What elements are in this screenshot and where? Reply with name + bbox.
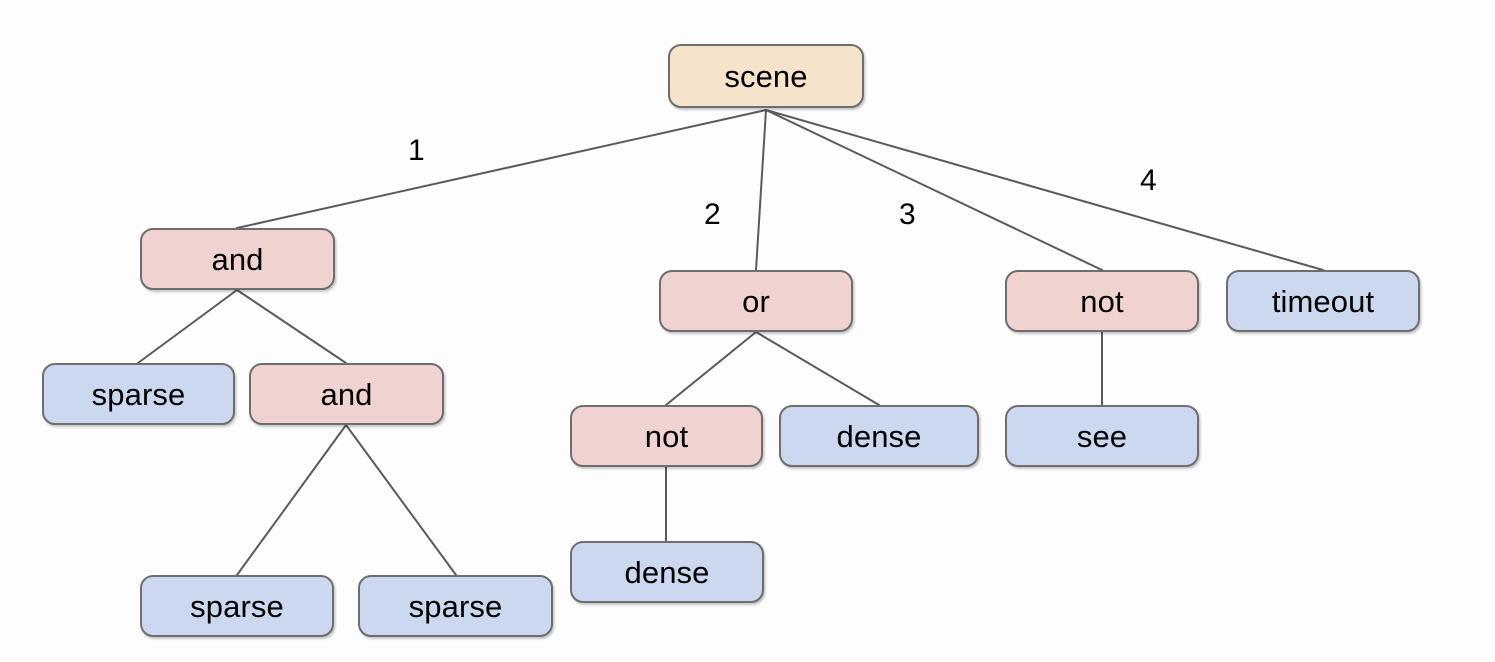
edge-label-1: 1 <box>408 134 425 167</box>
tree-edge-scene-to-and1 <box>236 109 767 229</box>
tree-edge-scene-to-not2 <box>765 109 1103 271</box>
edge-label-3: 3 <box>899 198 916 231</box>
tree-node-label: or <box>742 283 770 319</box>
tree-node-not2[interactable]: not <box>1005 270 1199 332</box>
tree-node-label: sparse <box>190 588 284 624</box>
tree-node-sparse3[interactable]: sparse <box>358 575 553 637</box>
tree-edge-and1-to-and2 <box>236 289 347 364</box>
tree-node-label: sparse <box>408 588 503 624</box>
tree-node-label: scene <box>724 58 808 94</box>
tree-node-dense2[interactable]: dense <box>570 541 764 603</box>
tree-node-label: see <box>1076 418 1128 454</box>
tree-node-label: timeout <box>1271 283 1375 319</box>
tree-node-sparse2[interactable]: sparse <box>140 575 334 637</box>
tree-node-see1[interactable]: see <box>1005 405 1199 467</box>
tree-node-or1[interactable]: or <box>659 270 853 332</box>
tree-node-label: dense <box>836 418 922 454</box>
tree-node-and1[interactable]: and <box>140 228 335 290</box>
tree-node-label: and <box>320 376 373 412</box>
tree-edge-or1-to-dense1 <box>755 331 880 406</box>
tree-node-scene[interactable]: scene <box>668 44 864 108</box>
tree-node-label: not <box>644 418 689 454</box>
tree-edge-and2-to-sparse2 <box>236 424 347 576</box>
tree-node-not1[interactable]: not <box>570 405 763 467</box>
tree-node-label: not <box>1080 283 1124 319</box>
tree-node-timeout[interactable]: timeout <box>1226 270 1420 332</box>
edge-label-4: 4 <box>1140 164 1157 197</box>
tree-edge-and1-to-sparse1 <box>137 289 238 364</box>
tree-edge-or1-to-not1 <box>665 331 757 406</box>
tree-node-label: dense <box>624 554 710 590</box>
tree-edge-scene-to-or1 <box>755 109 767 271</box>
edge-label-2: 2 <box>704 198 721 231</box>
tree-node-label: and <box>211 241 264 277</box>
tree-node-dense1[interactable]: dense <box>779 405 979 467</box>
tree-edge-scene-to-timeout <box>765 109 1324 271</box>
tree-node-and2[interactable]: and <box>249 363 444 425</box>
tree-node-label: sparse <box>91 376 186 412</box>
tree-node-sparse1[interactable]: sparse <box>42 363 235 425</box>
tree-edge-and2-to-sparse3 <box>345 424 457 576</box>
